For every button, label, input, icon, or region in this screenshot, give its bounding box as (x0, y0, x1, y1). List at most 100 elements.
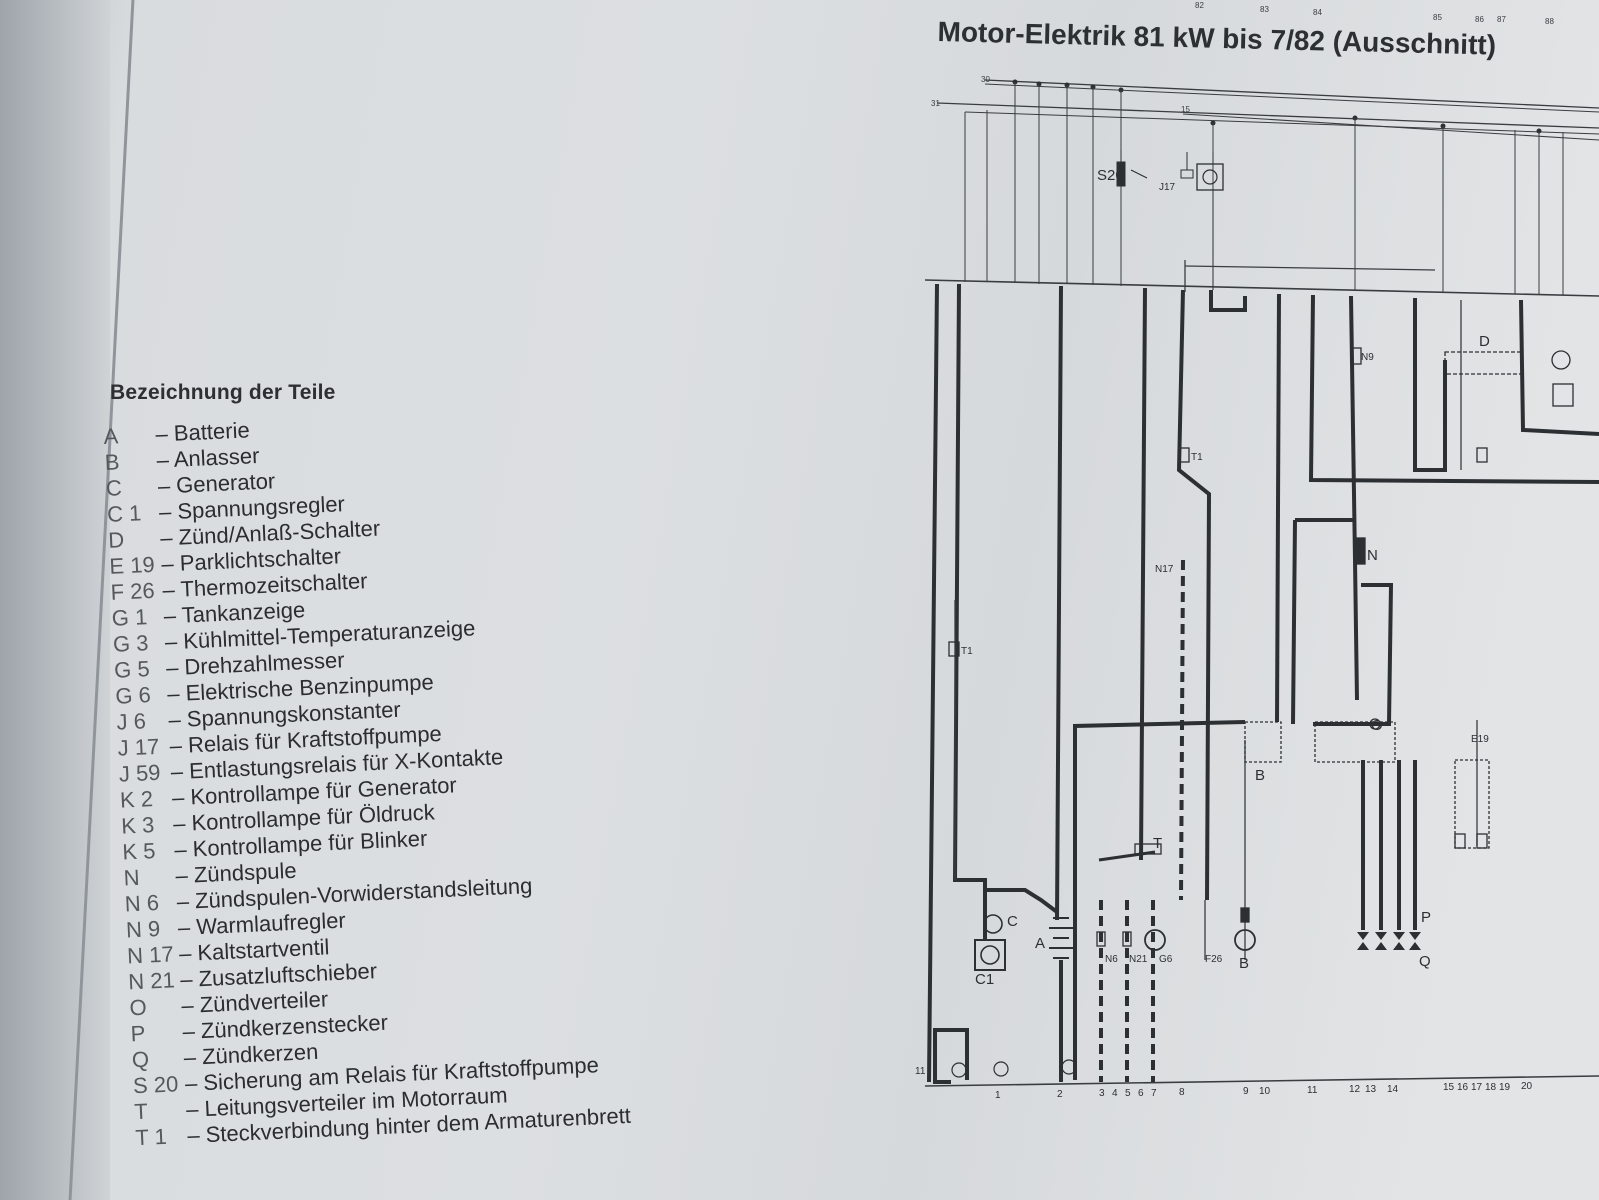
bottom-number: 15 (1443, 1082, 1455, 1093)
rail-label: 30 (981, 75, 990, 84)
legend-key: T 1 (134, 1123, 168, 1151)
bottom-number: 19 (1499, 1082, 1511, 1093)
aux-air-valve-n21 (1122, 931, 1132, 947)
legend-key: G 6 (114, 682, 152, 709)
rail-15 (1182, 113, 1599, 141)
legend-key: D (107, 527, 125, 553)
connector-t1-left (948, 641, 960, 657)
top-number: 85 (1433, 13, 1442, 22)
distributor-o (1314, 721, 1396, 763)
components (948, 347, 1574, 1082)
legend-key: G 3 (112, 630, 150, 657)
top-number: 82 (1195, 1, 1204, 10)
bottom-number: 9 (1243, 1086, 1249, 1097)
label-g6: G6 (1159, 954, 1173, 965)
wiring-schematic: 82 83 84 85 86 87 88 30 31 15 (915, 1, 1599, 1101)
label-q: Q (1419, 953, 1431, 970)
bottom-number: 16 (1457, 1082, 1469, 1093)
label-n: N (1367, 547, 1378, 564)
label-n17: N17 (1155, 564, 1174, 575)
parts-legend: A– Batterie B– Anlasser C– Generator C 1… (103, 399, 695, 1152)
legend-key: O (128, 994, 148, 1021)
rail-31 (936, 102, 1599, 129)
heavy-wires (927, 283, 1599, 1084)
legend-key: J 59 (118, 759, 162, 787)
top-number: 86 (1475, 15, 1484, 24)
bottom-number: 11 (1307, 1085, 1318, 1096)
distributor-rotor (1369, 718, 1381, 730)
top-reference-numbers: 82 83 84 85 86 87 88 (1195, 1, 1554, 26)
top-number: 83 (1260, 5, 1269, 14)
spark-plugs (1357, 932, 1421, 950)
bottom-number: 8 (1179, 1087, 1185, 1098)
supply-rails (924, 79, 1599, 1087)
label-t: T (1153, 835, 1162, 852)
thin-wires (954, 260, 1478, 960)
fuel-pump-g6 (1144, 929, 1166, 951)
legend-key: J 17 (117, 733, 160, 761)
bottom-number: 3 (1099, 1088, 1105, 1099)
wire-loop (1209, 290, 1247, 312)
bottom-number: 12 (1349, 1084, 1361, 1095)
wire-ground-loop (933, 1028, 969, 1084)
wire-coil (1349, 295, 1359, 701)
label-t1-left: T1 (961, 646, 973, 657)
legend-key: N (123, 864, 141, 891)
thin-risers (964, 82, 1564, 295)
legend-key: E 19 (108, 551, 156, 579)
legend-key: G 5 (113, 656, 151, 683)
rail-label: 15 (1181, 105, 1190, 114)
ignition-coil-n (1354, 537, 1366, 565)
bottom-number: 17 (1471, 1082, 1483, 1093)
label-t1-right: T1 (1191, 452, 1203, 463)
bottom-number: 20 (1521, 1081, 1533, 1092)
starter-relay (1244, 721, 1282, 763)
legend-key: K 2 (119, 786, 154, 813)
wire-generator (952, 283, 987, 940)
legend-key: J 6 (115, 708, 147, 735)
legend-key: K 3 (120, 812, 155, 839)
legend-key: K 5 (121, 838, 157, 865)
ground-terminals (951, 1059, 1077, 1078)
parking-switch-e19 (1454, 759, 1490, 849)
relay-j17 (1196, 163, 1224, 191)
legend-key: Q (131, 1046, 150, 1073)
connector-strip (924, 279, 1599, 297)
bottom-number: 2 (1057, 1089, 1063, 1100)
bottom-number: 4 (1112, 1088, 1118, 1099)
label-n9: N9 (1361, 352, 1374, 363)
legend-key: A (103, 423, 119, 449)
legend-key: G 1 (111, 604, 148, 631)
legend-key: P (130, 1020, 146, 1047)
rail-31b (964, 111, 1599, 135)
label-c1: C1 (975, 971, 994, 988)
rail-30b (984, 83, 1599, 113)
legend-key: F 26 (110, 577, 156, 605)
legend-key: B (104, 449, 120, 475)
label-o: O (1371, 717, 1383, 734)
bottom-number: 18 (1485, 1082, 1497, 1093)
legend-heading: Bezeichnung der Teile (110, 381, 336, 404)
ignition-leads (1361, 760, 1417, 930)
label-a: A (1035, 935, 1045, 952)
bottom-reference-numbers: 11 1 2 3 4 5 6 7 8 9 10 11 12 13 14 15 1… (915, 1066, 1533, 1101)
label-n21: N21 (1129, 954, 1148, 965)
wire-n-out (1313, 583, 1394, 726)
top-number: 88 (1545, 17, 1554, 26)
wire-d-left (1413, 298, 1447, 472)
wire-b-feed (1275, 293, 1281, 723)
junction-dots (1012, 79, 1542, 134)
legend-key: T (133, 1098, 149, 1125)
label-b-starter: B (1239, 955, 1249, 972)
legend-key: N 6 (124, 889, 160, 917)
top-number: 87 (1497, 15, 1506, 24)
cold-start-valve (1096, 931, 1106, 947)
legend-key: C (105, 475, 123, 501)
legend-key: C 1 (106, 500, 142, 527)
dashed-wires (1099, 559, 1185, 1082)
label-c: C (1007, 913, 1018, 930)
generator-c (983, 914, 1003, 934)
bottom-number: 1 (995, 1090, 1001, 1101)
label-b-relay: B (1255, 767, 1265, 784)
